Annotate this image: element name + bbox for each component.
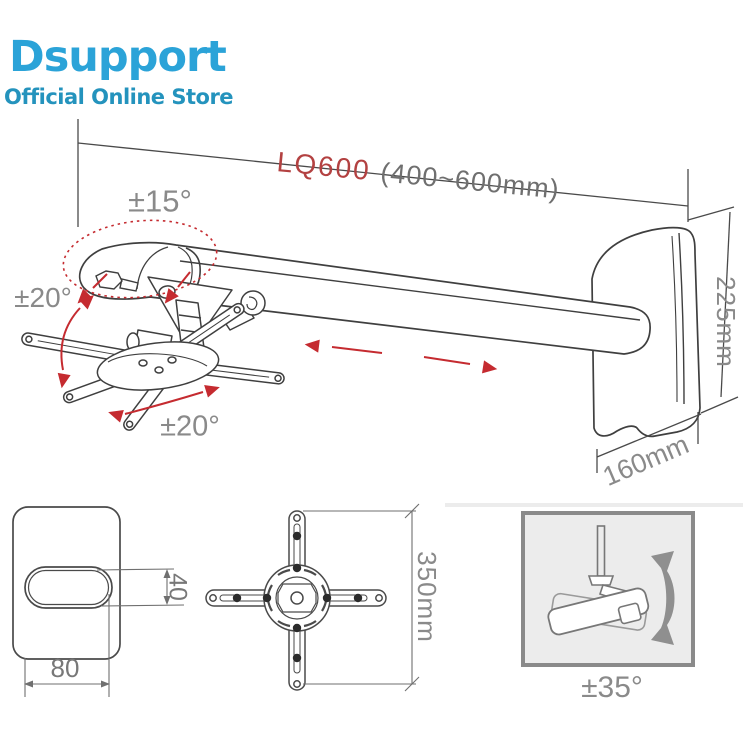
arms-swivel-arrow-icon — [108, 385, 220, 423]
slot-height-dimension: 40 — [163, 573, 192, 601]
joint-swivel-label: ±20° — [14, 282, 72, 313]
cross-span-dimension: 350mm — [412, 551, 442, 643]
background-seam-line — [445, 503, 743, 507]
plate-height-dimension: 225mm — [711, 276, 741, 368]
tilt-arrow-right-icon — [164, 271, 191, 304]
projector-icon — [547, 525, 650, 636]
arm-tilt-label: ±15° — [128, 183, 192, 219]
wall-plate-top-view — [12, 506, 185, 697]
slot-dimension-arrows — [24, 569, 171, 688]
rotation-box — [521, 511, 695, 667]
spider-arms-drawing — [21, 302, 285, 431]
slot-width-dimension: 80 — [50, 653, 80, 683]
extension-dimension-lines — [77, 119, 735, 227]
cross-screw-dots — [232, 531, 363, 663]
arms-swivel-label: ±20° — [160, 410, 220, 443]
rotation-arrow-icon — [651, 551, 675, 645]
joint-swivel-arrow-icon — [57, 295, 94, 389]
extend-arrow-left-icon — [304, 339, 383, 354]
elbow-nut — [95, 270, 139, 292]
red-annotations — [57, 219, 498, 423]
slot-dimension-lines — [24, 568, 185, 697]
arm-drawing — [78, 241, 651, 355]
projector-rotation-label: ±35° — [581, 671, 643, 704]
cross-top-view — [205, 503, 420, 692]
cross-dimension-lines — [303, 503, 420, 692]
store-tagline: Official Online Store — [4, 85, 234, 109]
extend-arrow-right-icon — [423, 356, 498, 374]
tilt-range-ellipse-icon — [62, 219, 218, 299]
store-logo: Dsupport — [9, 32, 227, 82]
plate-dimension-lines — [596, 211, 739, 473]
